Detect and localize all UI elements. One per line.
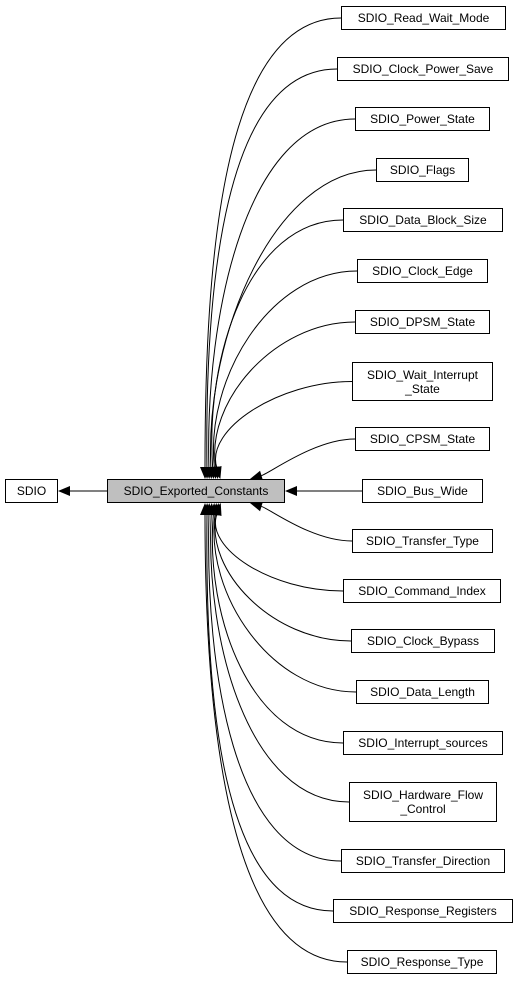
edge-arrowhead	[200, 503, 210, 515]
edge-arrowhead	[250, 501, 263, 512]
edge-child-to-center	[204, 17, 342, 468]
edge-child-to-center	[206, 68, 338, 468]
edge-arrowhead	[285, 486, 297, 496]
node-sdio-command-index[interactable]: SDIO_Command_Index	[343, 579, 501, 603]
edge-child-to-center	[214, 514, 344, 592]
node-sdio-dpsm-state[interactable]: SDIO_DPSM_State	[355, 310, 490, 334]
edge-child-to-center	[213, 514, 357, 693]
node-sdio-data-length[interactable]: SDIO_Data_Length	[356, 680, 489, 704]
edge-child-to-center	[211, 219, 344, 468]
node-sdio-read-wait-mode[interactable]: SDIO_Read_Wait_Mode	[341, 6, 506, 30]
node-sdio-clock-edge[interactable]: SDIO_Clock_Edge	[357, 259, 488, 283]
node-sdio-exported-constants: SDIO_Exported_Constants	[107, 479, 285, 503]
node-sdio-interrupt-sources[interactable]: SDIO_Interrupt_sources	[343, 731, 503, 755]
edge-child-to-center	[211, 514, 344, 744]
edge-child-to-center	[208, 118, 356, 468]
node-sdio-power-state[interactable]: SDIO_Power_State	[355, 107, 490, 131]
node-sdio-cpsm-state[interactable]: SDIO_CPSM_State	[355, 427, 490, 451]
node-sdio-transfer-type[interactable]: SDIO_Transfer_Type	[352, 529, 493, 553]
node-sdio-wait-interrupt-state[interactable]: SDIO_Wait_Interrupt _State	[352, 362, 493, 401]
node-sdio-transfer-direction[interactable]: SDIO_Transfer_Direction	[341, 849, 505, 873]
node-sdio-clock-bypass[interactable]: SDIO_Clock_Bypass	[351, 629, 495, 653]
edge-child-to-center	[215, 381, 353, 468]
edge-child-to-center	[204, 514, 348, 963]
edge-arrowhead	[58, 486, 70, 496]
node-sdio-clock-power-save[interactable]: SDIO_Clock_Power_Save	[337, 57, 509, 81]
node-sdio-response-type[interactable]: SDIO_Response_Type	[347, 950, 497, 974]
node-sdio-response-registers[interactable]: SDIO_Response_Registers	[333, 899, 513, 923]
edge-child-to-center	[261, 438, 356, 477]
edge-child-to-center	[208, 514, 342, 862]
graph-edges	[58, 17, 377, 963]
edge-child-to-center	[210, 514, 350, 803]
edge-child-to-center	[214, 321, 356, 468]
edge-child-to-center	[206, 514, 334, 912]
edge-arrowhead	[211, 466, 222, 479]
node-sdio-data-block-size[interactable]: SDIO_Data_Block_Size	[343, 208, 503, 232]
edge-child-to-center	[212, 270, 358, 468]
edge-child-to-center	[261, 505, 353, 542]
node-sdio-bus-wide[interactable]: SDIO_Bus_Wide	[362, 479, 483, 503]
node-sdio[interactable]: SDIO	[5, 479, 58, 503]
edge-child-to-center	[214, 514, 352, 642]
edge-arrowhead	[250, 470, 263, 481]
node-sdio-hardware-flow-control[interactable]: SDIO_Hardware_Flow _Control	[349, 782, 497, 822]
node-sdio-flags[interactable]: SDIO_Flags	[376, 158, 469, 182]
